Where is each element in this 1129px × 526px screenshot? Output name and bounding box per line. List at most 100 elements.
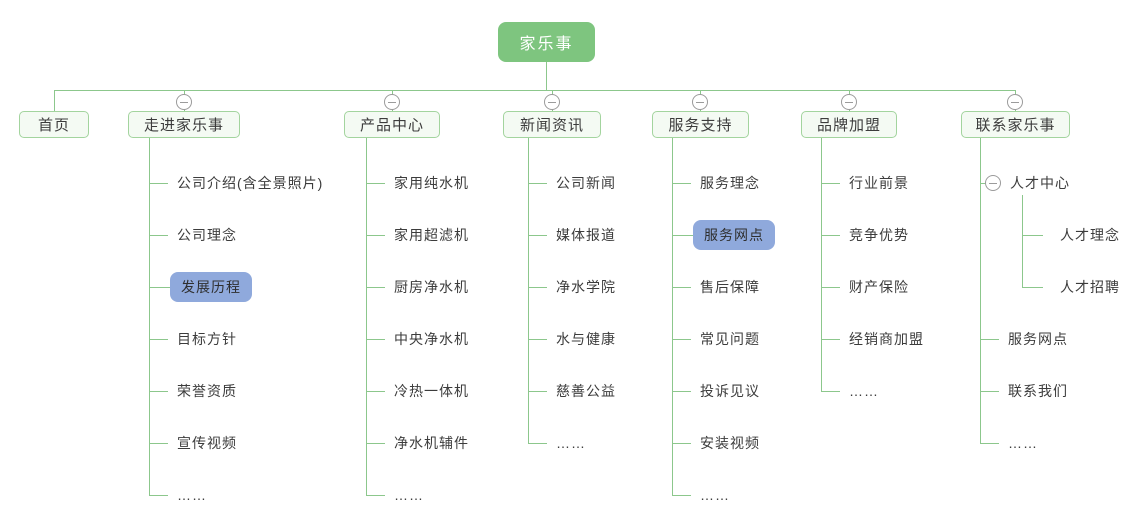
tick-line [366, 443, 385, 444]
leaf-node[interactable]: 投诉见议 [700, 383, 760, 399]
branch-node[interactable]: 服务支持 [652, 111, 749, 138]
branch-spine-line [821, 138, 822, 391]
tick-line [366, 287, 385, 288]
leaf-node[interactable]: 常见问题 [700, 331, 760, 347]
leaf-node[interactable]: 经销商加盟 [849, 331, 924, 347]
leaf-node-highlighted[interactable]: 发展历程 [170, 272, 252, 302]
tick-line [821, 235, 840, 236]
leaf-node[interactable]: 人才招聘 [1060, 279, 1120, 295]
tick-line [366, 391, 385, 392]
branch-spine-line [672, 138, 673, 495]
root-node[interactable]: 家乐事 [498, 22, 595, 62]
tick-line [980, 391, 999, 392]
collapse-minus-icon[interactable] [692, 94, 708, 110]
tick-line [980, 443, 999, 444]
sub-spine-line [1022, 195, 1023, 287]
tick-line [149, 287, 170, 288]
tick-line [149, 235, 168, 236]
leaf-node[interactable]: …… [556, 435, 586, 451]
leaf-node[interactable]: 净水学院 [556, 279, 616, 295]
branch-spine-line [149, 138, 150, 495]
tick-line [672, 495, 691, 496]
leaf-node[interactable]: 厨房净水机 [394, 279, 469, 295]
leaf-node[interactable]: 安装视频 [700, 435, 760, 451]
leaf-node[interactable]: …… [394, 487, 424, 503]
tick-line [672, 235, 693, 236]
leaf-node[interactable]: 公司介绍(含全景照片) [177, 175, 324, 191]
branch-node[interactable]: 走进家乐事 [128, 111, 240, 138]
tick-line [149, 391, 168, 392]
leaf-node[interactable]: 行业前景 [849, 175, 909, 191]
tick-line [821, 391, 840, 392]
branch-stub-line [54, 90, 55, 111]
branch-node[interactable]: 新闻资讯 [503, 111, 601, 138]
leaf-node[interactable]: 冷热一体机 [394, 383, 469, 399]
tick-line [528, 443, 547, 444]
leaf-node[interactable]: 家用超滤机 [394, 227, 469, 243]
collapse-minus-icon[interactable] [176, 94, 192, 110]
leaf-node[interactable]: 公司新闻 [556, 175, 616, 191]
leaf-node[interactable]: 净水机辅件 [394, 435, 469, 451]
tick-line [1022, 235, 1043, 236]
leaf-node[interactable]: 水与健康 [556, 331, 616, 347]
tick-line [821, 287, 840, 288]
leaf-node[interactable]: 中央净水机 [394, 331, 469, 347]
leaf-node[interactable]: 媒体报道 [556, 227, 616, 243]
leaf-node[interactable]: 服务理念 [700, 175, 760, 191]
leaf-node-highlighted[interactable]: 服务网点 [693, 220, 775, 250]
collapse-minus-icon[interactable] [544, 94, 560, 110]
tick-line [149, 183, 168, 184]
leaf-node[interactable]: 荣誉资质 [177, 383, 237, 399]
leaf-node[interactable]: 公司理念 [177, 227, 237, 243]
branch-node[interactable]: 首页 [19, 111, 89, 138]
leaf-node[interactable]: 宣传视频 [177, 435, 237, 451]
leaf-node[interactable]: …… [700, 487, 730, 503]
tick-line [672, 391, 691, 392]
tick-line [1022, 287, 1043, 288]
leaf-node[interactable]: 人才理念 [1060, 227, 1120, 243]
tick-line [672, 287, 691, 288]
leaf-node[interactable]: 人才中心 [1010, 175, 1070, 191]
tick-line [149, 443, 168, 444]
collapse-minus-icon[interactable] [1007, 94, 1023, 110]
leaf-node[interactable]: …… [177, 487, 207, 503]
leaf-node[interactable]: 财产保险 [849, 279, 909, 295]
tick-line [528, 235, 547, 236]
tick-line [528, 287, 547, 288]
branch-spine-line [366, 138, 367, 495]
branch-node[interactable]: 品牌加盟 [801, 111, 897, 138]
branch-node[interactable]: 产品中心 [344, 111, 440, 138]
tick-line [672, 339, 691, 340]
leaf-node[interactable]: 联系我们 [1008, 383, 1068, 399]
leaf-node[interactable]: …… [849, 383, 879, 399]
tick-line [528, 339, 547, 340]
tick-line [366, 495, 385, 496]
tick-line [821, 339, 840, 340]
leaf-node[interactable]: 家用纯水机 [394, 175, 469, 191]
leaf-node[interactable]: 竞争优势 [849, 227, 909, 243]
tick-line [980, 339, 999, 340]
tick-line [528, 391, 547, 392]
tick-line [149, 495, 168, 496]
collapse-minus-icon[interactable] [985, 175, 1001, 191]
tick-line [528, 183, 547, 184]
root-stub-line [546, 62, 547, 90]
leaf-node[interactable]: 服务网点 [1008, 331, 1068, 347]
collapse-minus-icon[interactable] [384, 94, 400, 110]
tick-line [672, 183, 691, 184]
tick-line [366, 235, 385, 236]
tick-line [366, 183, 385, 184]
leaf-node[interactable]: …… [1008, 435, 1038, 451]
top-rail-line [54, 90, 1015, 91]
leaf-node[interactable]: 目标方针 [177, 331, 237, 347]
leaf-node[interactable]: 售后保障 [700, 279, 760, 295]
tick-line [672, 443, 691, 444]
collapse-minus-icon[interactable] [841, 94, 857, 110]
leaf-node[interactable]: 慈善公益 [556, 383, 616, 399]
branch-spine-line [980, 138, 981, 443]
branch-node[interactable]: 联系家乐事 [961, 111, 1070, 138]
tick-line [821, 183, 840, 184]
branch-spine-line [528, 138, 529, 443]
tick-line [149, 339, 168, 340]
